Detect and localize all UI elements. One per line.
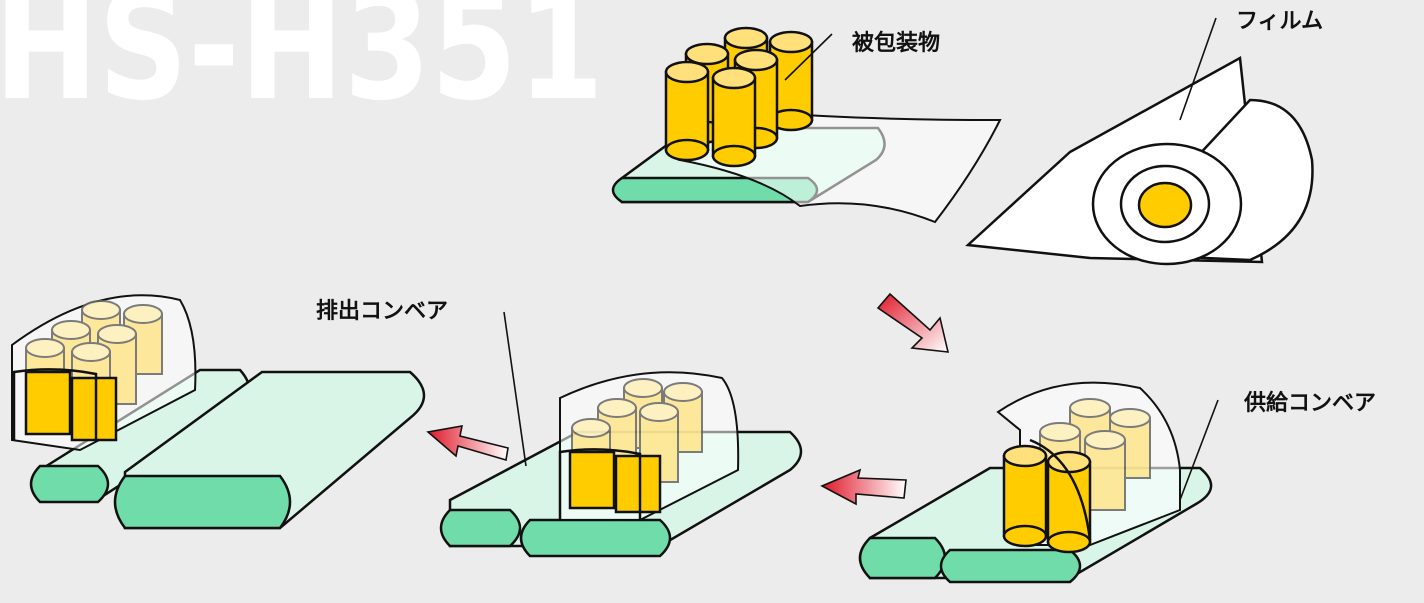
flow-arrow-left-1 <box>820 468 907 506</box>
supply-conveyor-label: 供給コンベア <box>1243 390 1376 416</box>
product-leader-line <box>784 33 833 81</box>
can <box>711 66 757 168</box>
film-roll: フィルム <box>965 9 1323 266</box>
supply-leader-line <box>1179 399 1219 501</box>
stage-supply-conveyor: 供給コンベア <box>858 381 1376 584</box>
stage-1-products <box>664 26 814 168</box>
model-watermark: HS-H351 <box>0 0 604 134</box>
film-label: フィルム <box>1236 9 1323 34</box>
discharge-conveyor-label: 排出コンベア <box>316 299 448 324</box>
stage-wrapped: 排出コンベア <box>316 299 803 558</box>
product-label: 被包装物 <box>852 30 940 56</box>
stage-discharged <box>11 294 426 530</box>
film-roll-core <box>1137 181 1193 229</box>
flow-arrow-left-2 <box>426 425 509 462</box>
can <box>768 30 814 132</box>
flow-arrow-down-right <box>876 292 950 353</box>
film-leader-line <box>1179 17 1217 121</box>
discharge-leader-line <box>503 311 527 467</box>
stage-1-infeed: 被包装物 <box>611 26 1002 224</box>
can <box>664 60 710 162</box>
